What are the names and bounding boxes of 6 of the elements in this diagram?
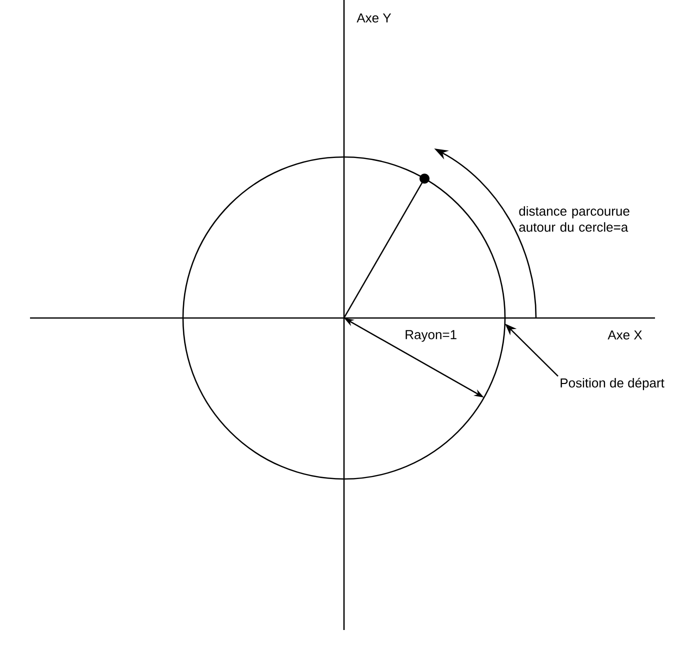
- axis-label: Axe X: [608, 330, 642, 340]
- dimension-label: Rayon=1: [406, 330, 456, 342]
- circle: [182, 156, 506, 480]
- arc-label: distance parcourue autour du cercle=a: [519, 206, 630, 232]
- callout-text: Position de départ: [560, 378, 664, 390]
- axis-label: Axe Y: [356, 13, 392, 23]
